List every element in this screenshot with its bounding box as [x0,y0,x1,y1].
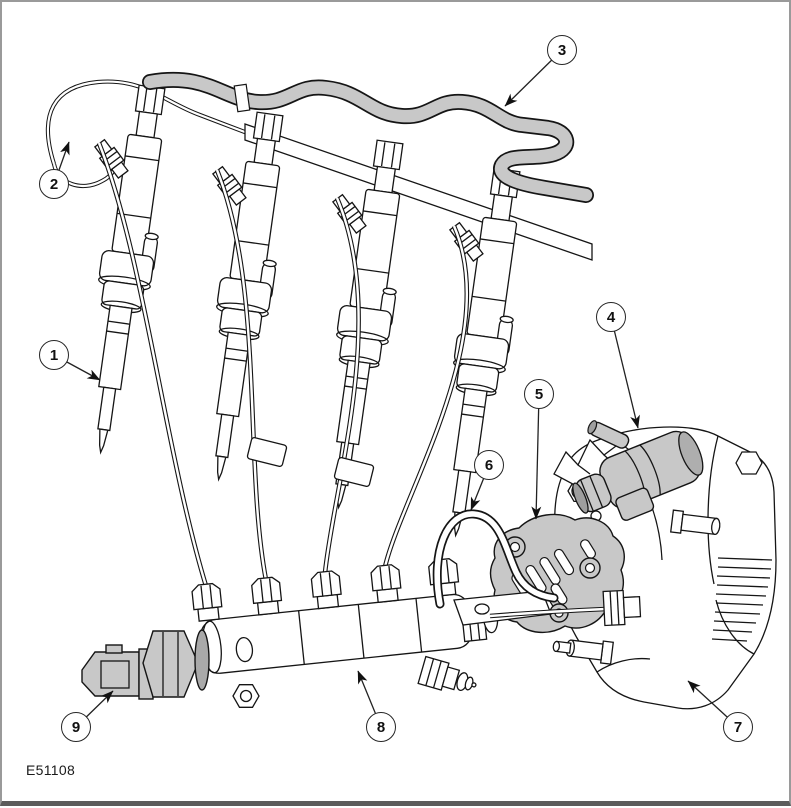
callout-9: 9 [61,712,91,742]
callout-8-label: 8 [376,718,386,736]
rail-mount-bolt [232,684,260,708]
hose-clip [233,83,251,113]
injector-2 [168,106,298,484]
callout-5-label: 5 [534,385,544,403]
callout-4: 4 [596,302,626,332]
callout-4-label: 4 [606,308,616,326]
pipe-clamp-1 [246,436,288,468]
callout-6-label: 6 [484,456,494,474]
callout-2: 2 [39,169,69,199]
callout-2-label: 2 [49,175,59,193]
callout-7: 7 [723,712,753,742]
injector-1 [50,79,180,457]
callout-7-label: 7 [733,718,743,736]
callout-8: 8 [366,712,396,742]
rail-union-1 [191,582,223,622]
rail-union-4 [370,564,402,604]
figure-code: E51108 [26,762,76,778]
pipe-clamp-2 [333,456,375,488]
fuel-pressure-sensor [81,629,210,700]
callout-1: 1 [39,340,69,370]
callout-3: 3 [547,35,577,65]
rail-outlet-fitting [417,655,477,691]
transfer-hose [432,509,559,609]
pump-cooling-ribs [711,557,773,642]
rail-union-2 [251,576,283,616]
valve-stub-pipe [587,420,630,449]
rail-to-pump-pipe [489,589,642,627]
callout-1-label: 1 [49,346,59,364]
pump-stud-lower [552,639,614,665]
pump-stud-right [669,509,721,536]
high-pressure-pipes [96,142,470,587]
fuel-rail [191,558,499,708]
rail-union-3 [310,570,342,610]
fuel-return-hose [142,71,594,203]
pump-bolt-top [735,451,763,475]
fuel-metering-valve [572,420,704,521]
callout-3-label: 3 [557,41,567,59]
callout-5: 5 [524,379,554,409]
callout-6: 6 [474,450,504,480]
callout-9-label: 9 [71,718,81,736]
